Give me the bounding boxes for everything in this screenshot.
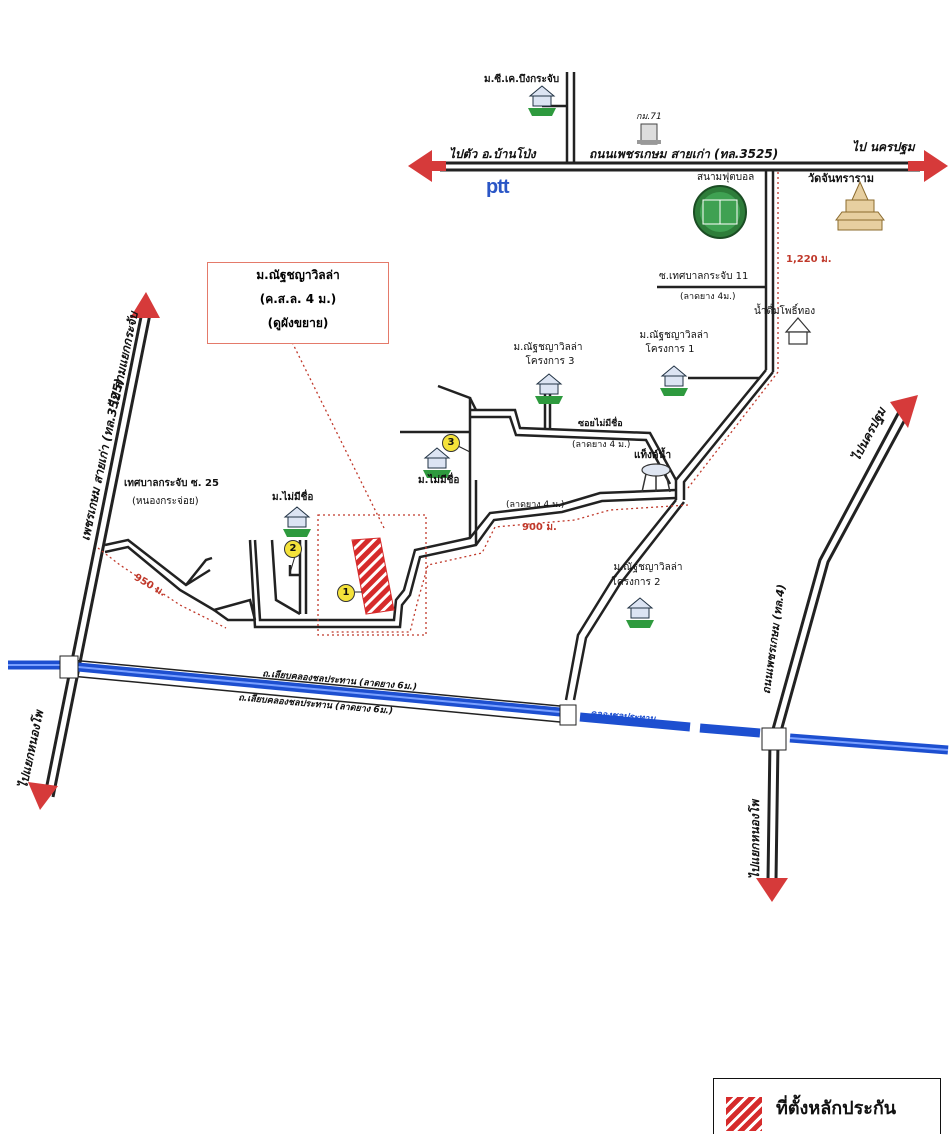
label-water-tower: แท็งค์น้ำ [634,450,672,461]
label-project2-line1: ม.ณัฐชญาวิลล่า [613,562,683,573]
label-soi11-surface: (ลาดยาง 4ม.) [680,292,736,302]
road-project2 [564,499,685,701]
label-km71: กม.71 [636,112,662,122]
km-marker-icon [637,123,661,145]
label-project3-line1: ม.ณัฐชญาวิลล่า [513,342,583,353]
water-tower-icon [641,463,671,493]
label-project3-line2: โครงการ 3 [525,356,575,367]
callout-line1: ม.ณัฐชญาวิลล่า [256,268,340,282]
label-soi-unnamed: ซอยไม่มีชื่อ [578,419,623,429]
road-soi25 [104,538,257,622]
water-shop-icon [784,317,812,345]
legend-label: ที่ตั้งหลักประกัน [776,1098,897,1119]
collateral-plot [351,537,395,615]
marker3-leader [457,445,471,453]
legend-swatch [726,1097,762,1131]
arrow-east [924,150,948,182]
distance-900: 900 ม. [522,522,557,533]
label-football: สนามฟุตบอล [697,172,755,183]
distance-paths [97,172,779,636]
marker-3: 3 [442,434,460,452]
label-project2-line2: โครงการ 2 [611,577,661,588]
callout-line2: (ค.ส.ล. 4 ม.) [259,292,337,306]
house-icon-project3 [535,373,563,404]
label-soi-unnamed-surface: (ลาดยาง 4 ม.) [572,440,631,450]
label-soi25-line2: (หนองกระจ่อย) [132,496,199,507]
arrow-south-left [28,782,58,810]
marker-2: 2 [284,540,302,558]
label-soi25-line1: เทศบาลกระจับ ซ. 25 [124,478,219,489]
callout-line3: (ดูผังขยาย) [267,316,329,330]
arrow-north-left [130,292,160,318]
distance-1220: 1,220 ม. [786,254,832,265]
label-project1-line1: ม.ณัฐชญาวิลล่า [639,330,709,341]
road-to-plot [248,480,677,629]
left-main-road [28,292,160,810]
label-to-ban-pong: ไปตัว อ.บ้านโป่ง [449,147,536,161]
label-village-unnamed-2: ม.ไม่มีชื่อ [272,492,314,503]
marker-1: 1 [337,584,355,602]
right-main-road [756,395,918,902]
road-soi-unnamed [400,384,678,485]
temple-icon [835,180,885,231]
label-project1-line2: โครงการ 1 [645,344,695,355]
arrow-south-right [756,878,788,902]
label-main-road: ถนนเพชรเกษม สายเก่า (ทล.3525) [589,147,779,161]
label-village-unnamed-1: ม.ไม่มีชื่อ [418,475,460,486]
house-icon-project2 [626,597,654,628]
label-temple: วัดจันทราราม [808,172,874,185]
label-to-nong-pho-right: ไปแยกหนองโพ [748,799,763,880]
arrow-northeast-right [890,395,918,428]
football-field-icon [693,185,747,239]
label-scg: ม.ซี.เค.บึงกระจับ [484,74,560,85]
label-road-4m: (ลาดยาง 4 ม.) [506,500,565,510]
house-icon-project1 [660,365,688,396]
ptt-logo: ptt [486,176,510,198]
label-to-nakhon-pathom-top: ไป นครปฐม [852,140,915,154]
main-road-top [408,150,948,182]
house-icon-unnamed-2 [283,506,311,537]
canal [8,655,949,755]
label-soi11: ซ.เทศบาลกระจับ 11 [659,271,749,282]
house-icon-scg [528,85,556,116]
house-icon-unnamed-1 [423,447,451,478]
legend: ที่ตั้งหลักประกัน [713,1078,941,1134]
label-water-shop: น้ำดื่มโพธิ์ทอง [754,306,816,317]
callout-box: ม.ณัฐชญาวิลล่า (ค.ส.ล. 4 ม.) (ดูผังขยาย) [207,262,389,344]
marker2-leader [289,555,296,574]
arrow-west [408,150,432,182]
